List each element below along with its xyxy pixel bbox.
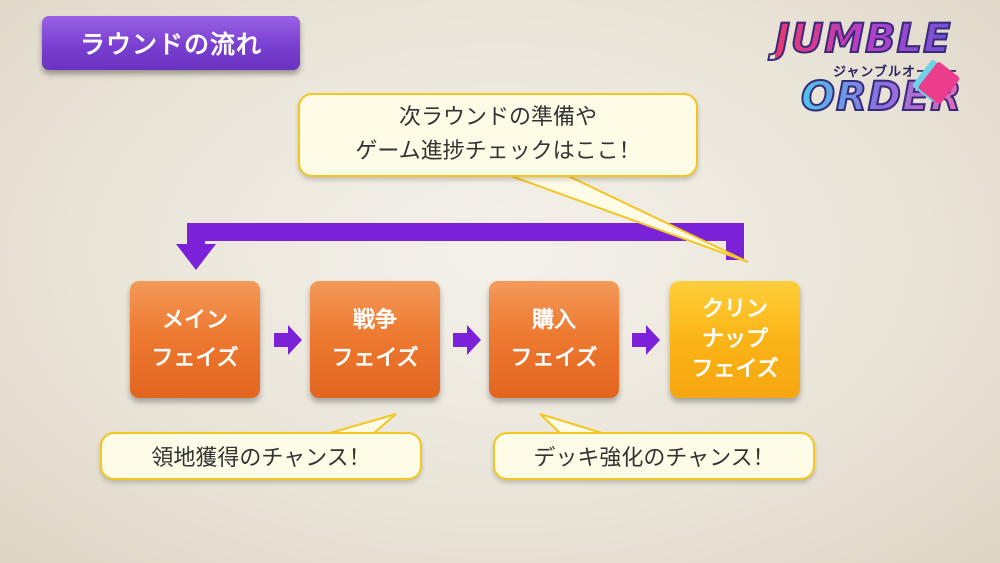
phase-purchase: 購入 フェイズ (489, 281, 619, 398)
callout-cleanup-line1: 次ラウンドの準備や (398, 105, 597, 130)
step-arrow-2 (453, 325, 481, 355)
jumble-order-logo: JUMBLE ジャンブルオーダー ORDER (774, 15, 975, 124)
callout-cleanup-line2: ゲーム進捗チェックはここ！ (355, 139, 641, 164)
phase-war: 戦争 フェイズ (310, 281, 440, 398)
phase-purchase-line1: 購入 (531, 307, 576, 333)
phase-main-line2: フェイズ (151, 345, 239, 371)
step-arrow-3 (632, 325, 660, 355)
phase-war-line2: フェイズ (331, 345, 419, 371)
bubble-top-tail (499, 171, 749, 263)
bubble-left-tail (329, 413, 397, 434)
callout-war: 領地獲得のチャンス！ (100, 432, 422, 480)
callout-cleanup: 次ラウンドの準備や ゲーム進捗チェックはここ！ (298, 93, 698, 177)
phase-purchase-line2: フェイズ (510, 345, 598, 371)
phase-main-line1: メイン (161, 307, 228, 333)
phase-war-line1: 戦争 (352, 307, 397, 333)
step-arrow-1 (274, 325, 302, 355)
logo-word-jumble: JUMBLE (774, 15, 952, 63)
page-title: ラウンドの流れ (42, 16, 300, 70)
phase-cleanup-line2: ナップ (701, 326, 768, 352)
loop-back-arrow (187, 223, 744, 260)
phase-cleanup: クリン ナップ フェイズ (670, 281, 800, 398)
bubble-right-tail (539, 413, 603, 434)
callout-purchase: デッキ強化のチャンス！ (493, 432, 815, 480)
phase-main: メイン フェイズ (130, 281, 260, 398)
phase-cleanup-line1: クリン (701, 296, 768, 322)
phase-cleanup-line3: フェイズ (691, 356, 779, 382)
loop-back-arrowhead (176, 244, 216, 270)
